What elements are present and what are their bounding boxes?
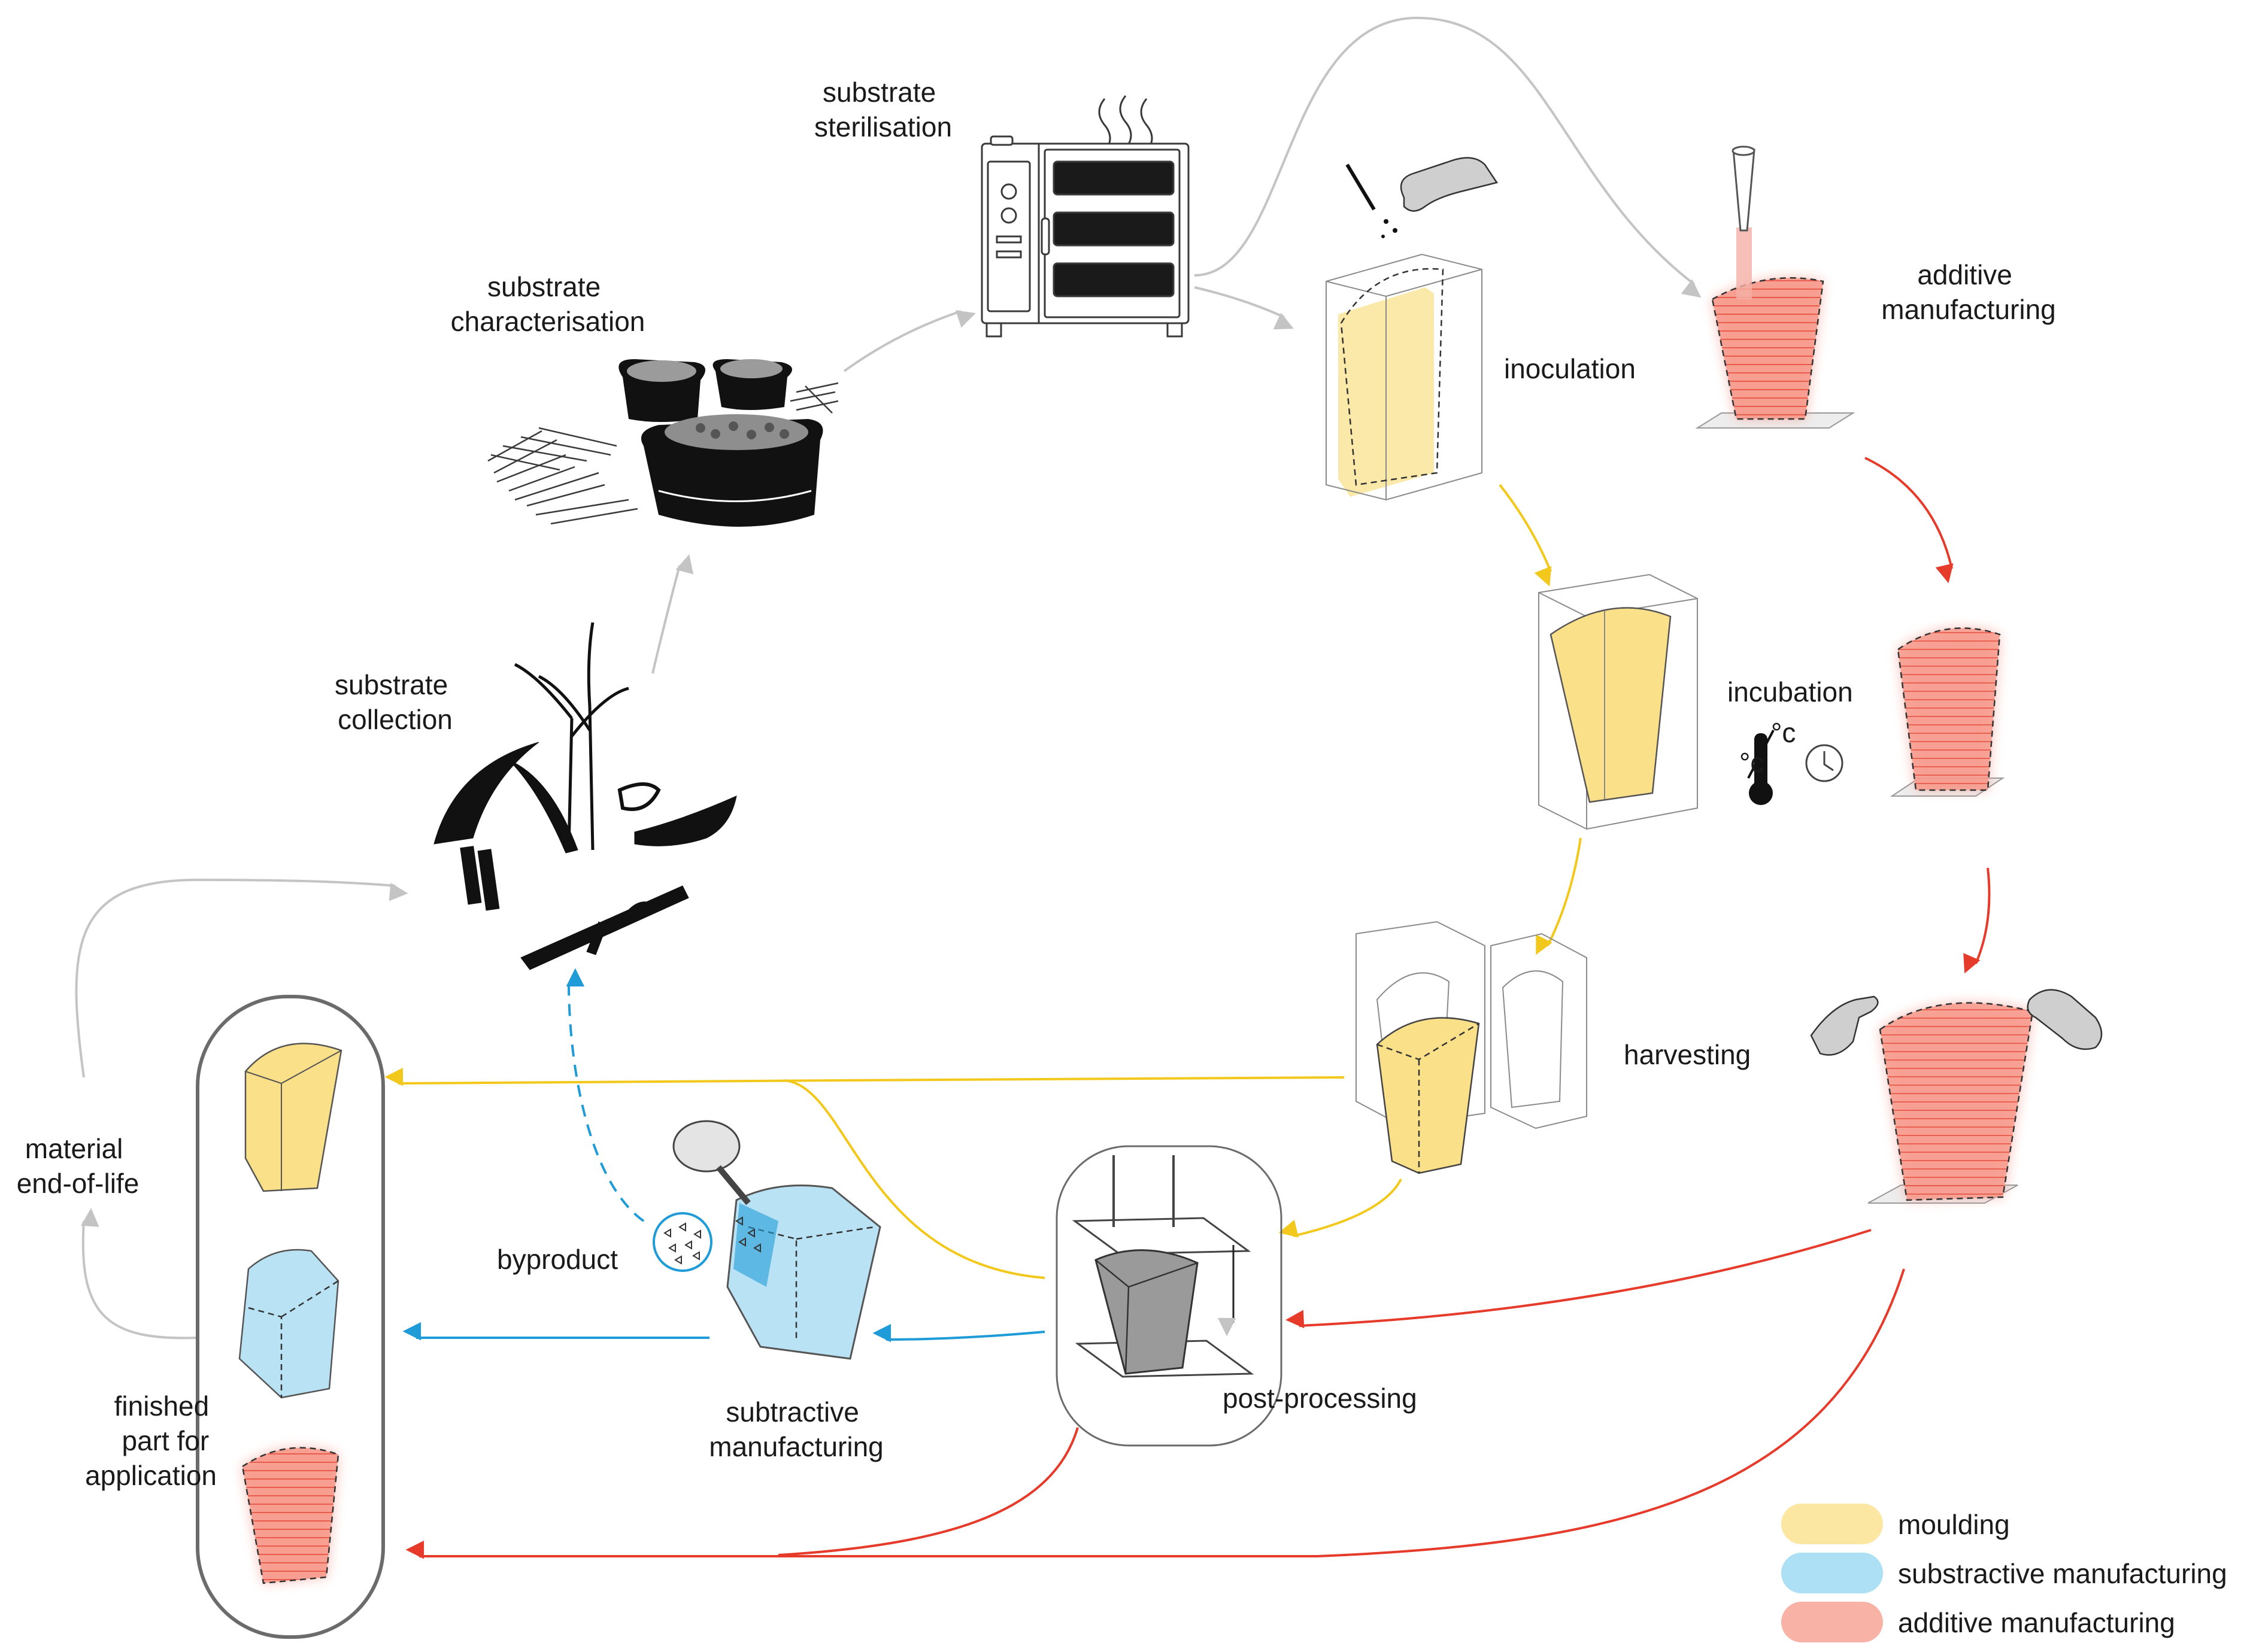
label-harvesting: harvesting [1624, 1039, 1751, 1070]
legend-item-moulding: moulding [1781, 1504, 2010, 1544]
legend-label-moulding: moulding [1898, 1509, 2010, 1540]
finished-part-additive [241, 1447, 339, 1584]
label-post-processing: post-processing [1223, 1383, 1417, 1414]
clock-icon [1805, 744, 1843, 782]
hand-icon [1400, 157, 1499, 212]
finished-parts-frame [196, 995, 385, 1639]
label-substrate-collection: substrate collection [335, 669, 456, 735]
label-additive-manufacturing: additive manufacturing [1881, 259, 2056, 325]
arrow-yellow-branch-to-postprocessing [784, 1079, 1045, 1279]
temp-unit-label-low: °c [1739, 747, 1764, 778]
drill-icon [672, 1120, 751, 1205]
additive-print-illustration [1695, 145, 1855, 429]
finished-part-moulded [244, 1043, 342, 1192]
arrow-harvesting-to-postprocessing-red [1285, 1229, 1872, 1329]
arrow-harvesting-to-finished-red [405, 1268, 1905, 1559]
arrow-characterisation-to-sterilisation [843, 310, 976, 372]
legend-item-additive: additive manufacturing [1781, 1602, 2175, 1642]
finished-part-subtractive [238, 1249, 339, 1399]
arrow-incubation-to-harvesting [1536, 837, 1582, 955]
subtractive-illustration [653, 1120, 881, 1360]
arrow-incubation-to-harvesting-red [1963, 867, 1991, 974]
incubation-mould-illustration: °c °c [1538, 573, 1843, 830]
step-labels: substrate sterilisation substrate charac… [17, 77, 2056, 1491]
label-inoculation: inoculation [1504, 353, 1636, 384]
legend-label-additive: additive manufacturing [1898, 1607, 2175, 1638]
arrow-postprocessing-to-finished-red [778, 1427, 1079, 1556]
hands-icon [1810, 989, 2103, 1056]
arrow-additive-to-incubation [1864, 457, 1954, 584]
oven-illustration [981, 95, 1190, 338]
label-finished-part: finished part for application [85, 1390, 217, 1491]
arrow-harvesting-to-postprocessing [1278, 1179, 1402, 1238]
harvesting-additive-illustration [1810, 989, 2103, 1204]
label-incubation: incubation [1727, 676, 1853, 707]
harvesting-mould-illustration [1356, 921, 1587, 1174]
label-byproduct: byproduct [497, 1244, 618, 1275]
finished-parts-capsule [196, 995, 385, 1639]
label-subtractive-manufacturing: subtractive manufacturing [709, 1396, 884, 1462]
flow-arrows [75, 16, 1991, 1559]
legend: moulding substractive manufacturing addi… [1781, 1504, 2227, 1642]
arrow-finished-to-end-of-life [81, 1208, 198, 1340]
arrow-end-of-life-to-collection [75, 878, 408, 1078]
arrow-sterilisation-to-inoculation [1194, 286, 1294, 330]
byproduct-circle [653, 1212, 712, 1272]
legend-swatch-subtractive [1781, 1553, 1883, 1593]
legend-swatch-additive [1781, 1602, 1883, 1642]
label-material-end-of-life: material end-of-life [17, 1133, 140, 1199]
substrate-sacks-illustration [487, 359, 839, 527]
label-substrate-sterilisation: substrate sterilisation [814, 77, 952, 142]
arrow-sterilisation-to-additive [1194, 16, 1702, 298]
nozzle-icon [1732, 148, 1755, 232]
arrow-inoculation-to-incubation [1499, 484, 1552, 587]
legend-item-subtractive: substractive manufacturing [1781, 1553, 2227, 1593]
thermometer-icon [1747, 730, 1775, 805]
plant-waste-illustration [433, 622, 737, 970]
additive-incubation-illustration [1890, 627, 2005, 797]
post-processing-illustration [1056, 1145, 1282, 1447]
post-processing-frame [1056, 1145, 1282, 1447]
arrow-harvesting-to-finished [384, 1067, 1345, 1086]
legend-label-subtractive: substractive manufacturing [1898, 1558, 2227, 1589]
pipette-icon [1345, 163, 1376, 211]
legend-swatch-moulding [1781, 1504, 1883, 1544]
arrow-byproduct-to-collection [566, 968, 645, 1222]
label-substrate-characterisation: substrate characterisation [451, 271, 645, 337]
temp-unit-label-high: °c [1771, 717, 1796, 748]
inoculation-mould-illustration [1326, 157, 1499, 501]
arrow-postprocessing-to-subtractive [872, 1323, 1045, 1343]
arrow-collection-to-characterisation [651, 554, 694, 674]
